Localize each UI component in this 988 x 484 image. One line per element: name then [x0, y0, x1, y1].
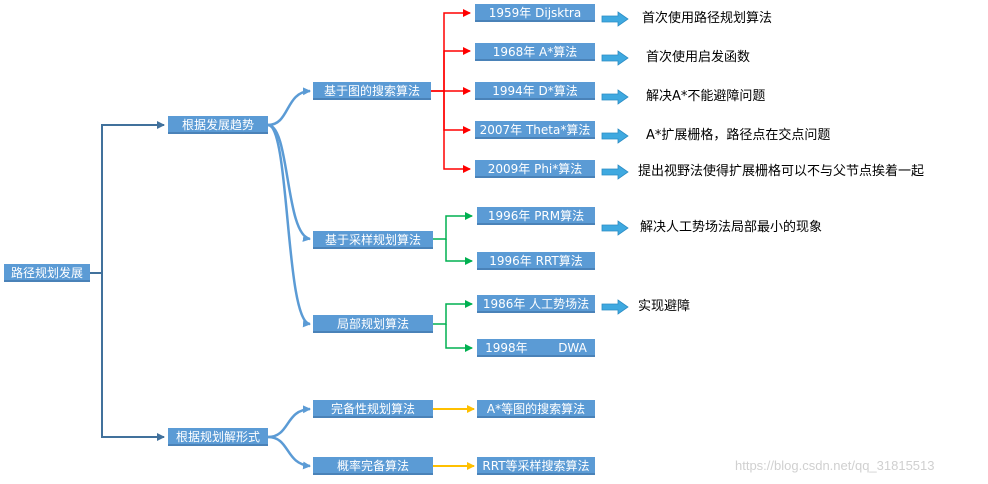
local-connectors — [433, 300, 473, 352]
note-arrows — [601, 11, 629, 315]
note-prm: 解决人工势场法局部最小的现象 — [640, 220, 823, 235]
watermark: https://blog.csdn.net/qq_31815513 — [735, 458, 935, 473]
form-node: 根据规划解形式 — [168, 428, 268, 446]
trend-connectors — [267, 87, 311, 328]
graph-item-theta: 2007年 Theta*算法 — [475, 121, 595, 139]
note-dstar: 解决A*不能避障问题 — [646, 89, 766, 104]
trend-node: 根据发展趋势 — [168, 116, 268, 134]
graph-item-phi: 2009年 Phi*算法 — [475, 160, 595, 178]
sampling-node: 基于采样规划算法 — [313, 231, 433, 249]
root-connectors — [90, 121, 165, 441]
complete-node: 完备性规划算法 — [313, 400, 433, 418]
note-dijkstra: 首次使用路径规划算法 — [642, 11, 773, 26]
note-phi: 提出视野法使得扩展栅格可以不与父节点挨着一起 — [638, 164, 925, 179]
graph-connectors — [431, 9, 471, 173]
local-item-dwa: 1998年 DWA — [477, 339, 595, 357]
prob-item: RRT等采样搜索算法 — [477, 457, 595, 475]
note-theta: A*扩展栅格，路径点在交点问题 — [646, 128, 831, 143]
graph-item-astar: 1968年 A*算法 — [475, 43, 595, 61]
note-astar: 首次使用启发函数 — [646, 50, 751, 65]
sampling-item-prm: 1996年 PRM算法 — [477, 207, 595, 225]
complete-item: A*等图的搜索算法 — [477, 400, 595, 418]
graph-item-dijkstra: 1959年 Dijsktra — [475, 4, 595, 22]
sampling-item-rrt: 1996年 RRT算法 — [477, 252, 595, 270]
prob-complete-node: 概率完备算法 — [313, 457, 433, 475]
note-apf: 实现避障 — [638, 299, 691, 314]
gold-connectors — [433, 405, 475, 470]
sampling-connectors — [433, 212, 473, 265]
form-connectors — [267, 405, 311, 470]
graph-search-node: 基于图的搜索算法 — [313, 82, 431, 100]
graph-item-dstar: 1994年 D*算法 — [475, 82, 595, 100]
local-node: 局部规划算法 — [313, 315, 433, 333]
local-item-apf: 1986年 人工势场法 — [477, 295, 595, 313]
root-node: 路径规划发展 — [4, 264, 90, 282]
